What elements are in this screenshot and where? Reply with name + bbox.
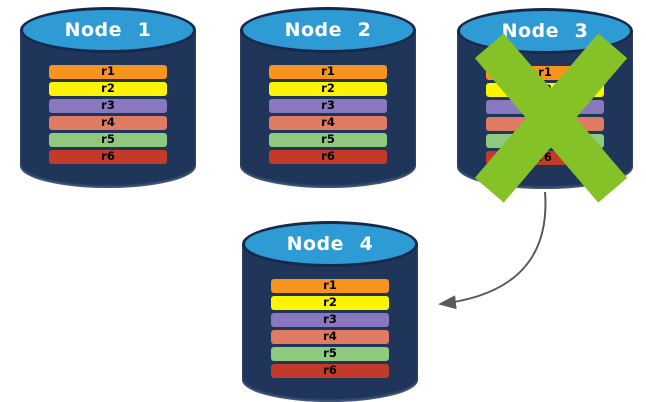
row-r2: r2 (49, 82, 167, 96)
node-2: Node 2 r1 r2 r3 r4 r5 r6 (240, 7, 416, 188)
failover-arrow-path (438, 191, 547, 310)
node-3: Node 3 r1 r2 r3 r4 r5 r6 (457, 8, 633, 203)
row-r1: r1 (269, 65, 387, 79)
row-r3: r3 (49, 99, 167, 113)
row-r1: r1 (49, 65, 167, 79)
node-1-cylinder-top: Node 1 (20, 7, 196, 53)
node-1-rows: r1 r2 r3 r4 r5 r6 (49, 65, 167, 164)
row-r6: r6 (271, 364, 389, 378)
node-2-rows: r1 r2 r3 r4 r5 r6 (269, 65, 387, 164)
node-1-label: Node 1 (64, 18, 152, 41)
row-r4: r4 (269, 116, 387, 130)
row-r5: r5 (49, 133, 167, 147)
row-r2: r2 (271, 296, 389, 310)
row-r3: r3 (271, 313, 389, 327)
row-r4: r4 (49, 116, 167, 130)
node-4-cylinder-top: Node 4 (242, 221, 418, 267)
row-r3: r3 (269, 99, 387, 113)
node-2-label: Node 2 (284, 18, 372, 41)
node-2-cylinder-top: Node 2 (240, 7, 416, 53)
failed-x-icon (474, 33, 628, 203)
node-4: Node 4 r1 r2 r3 r4 r5 r6 (242, 221, 418, 402)
node-1: Node 1 r1 r2 r3 r4 r5 r6 (20, 7, 196, 188)
row-r5: r5 (269, 133, 387, 147)
row-r6: r6 (49, 150, 167, 164)
row-r4: r4 (271, 330, 389, 344)
row-r1: r1 (271, 279, 389, 293)
row-r5: r5 (271, 347, 389, 361)
node-4-rows: r1 r2 r3 r4 r5 r6 (271, 279, 389, 378)
row-r2: r2 (269, 82, 387, 96)
row-r6: r6 (269, 150, 387, 164)
node-3-label: Node 3 (501, 19, 589, 42)
node-4-label: Node 4 (286, 232, 374, 255)
